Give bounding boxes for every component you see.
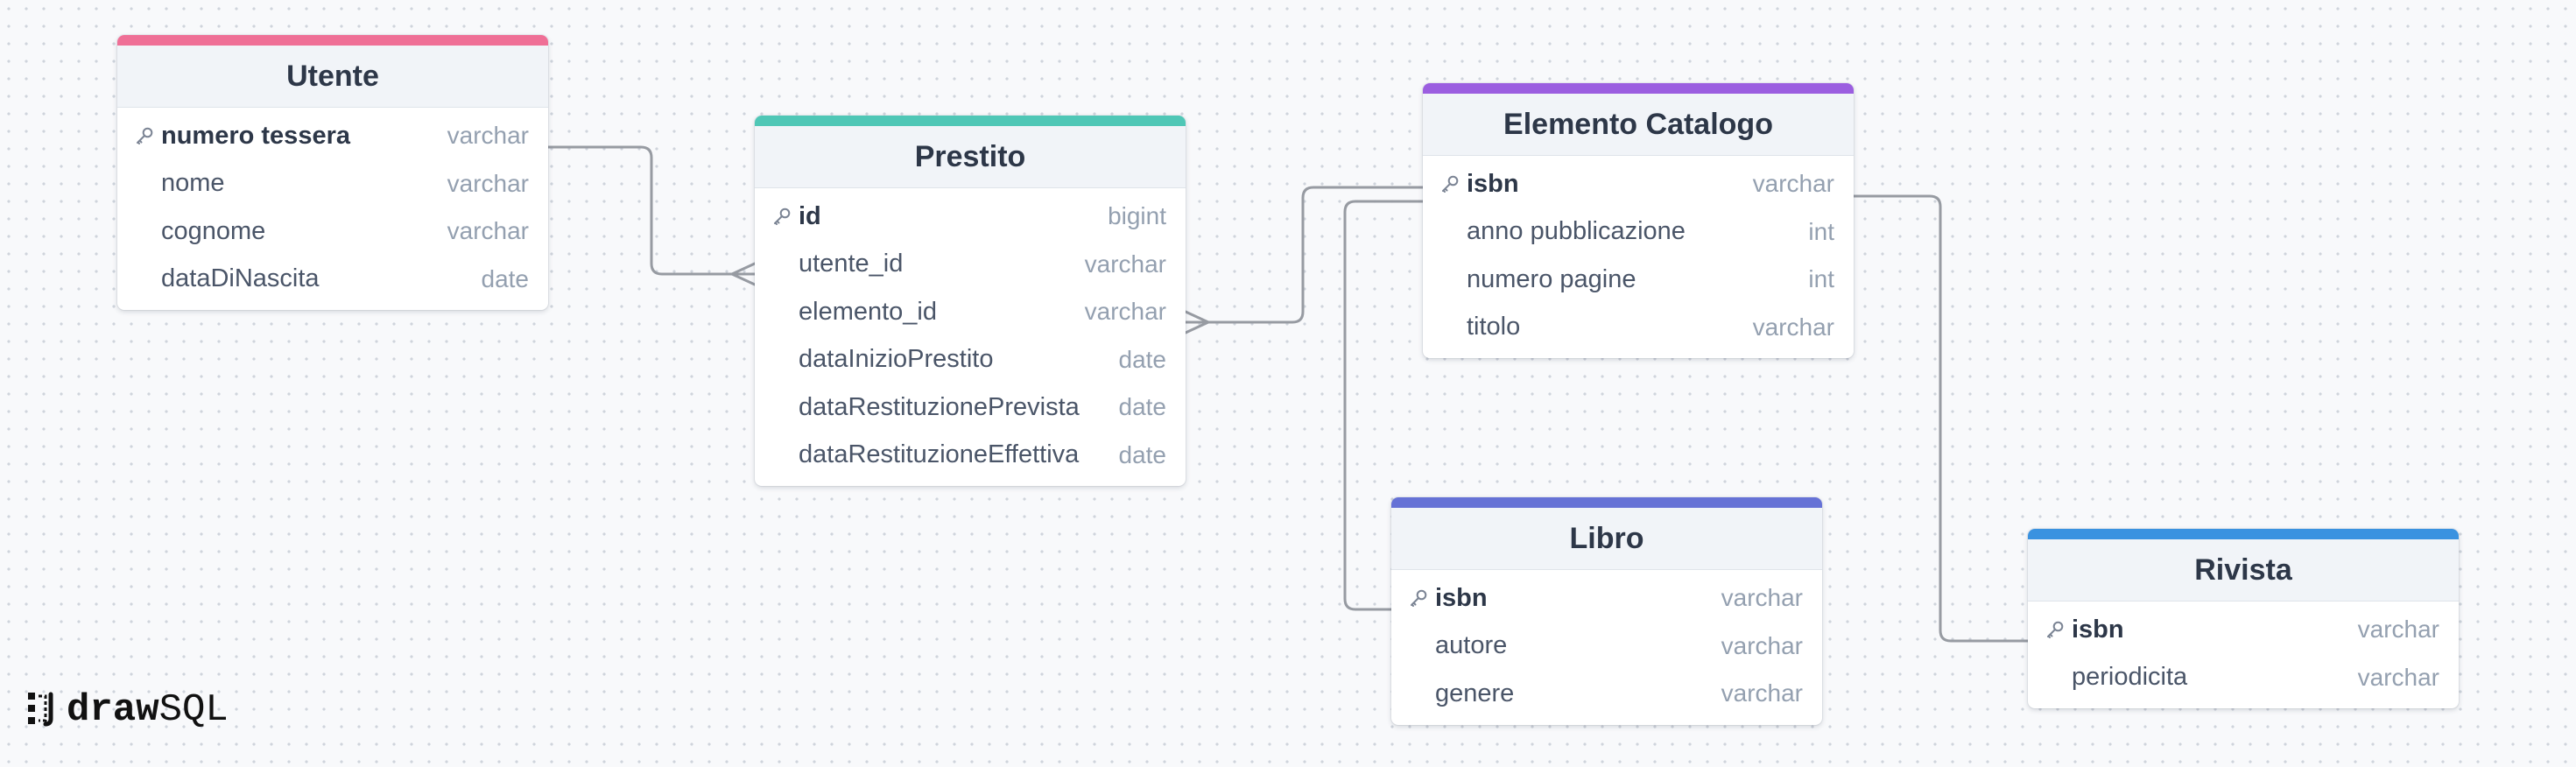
table-title: Libro — [1391, 508, 1822, 570]
column-name: isbn — [2072, 615, 2124, 644]
drawsql-logo-icon — [26, 689, 61, 732]
column-type: varchar — [1721, 584, 1803, 612]
column-row[interactable]: numero pagine int — [1423, 256, 1854, 304]
column-name: cognome — [161, 216, 266, 245]
column-row[interactable]: titolo varchar — [1423, 304, 1854, 352]
table-title: Prestito — [755, 126, 1186, 188]
column-type: varchar — [447, 217, 529, 245]
table-libro[interactable]: Libro isbn varchar autore varchar genere varc… — [1391, 497, 1822, 725]
column-name: elemento_id — [799, 297, 937, 326]
column-row[interactable]: autore varchar — [1391, 623, 1822, 671]
column-row[interactable]: nome varchar — [117, 160, 548, 208]
column-row[interactable]: numero tessera varchar — [117, 112, 548, 160]
column-type: varchar — [1752, 313, 1834, 341]
column-name: utente_id — [799, 250, 904, 278]
column-name: isbn — [1467, 169, 1519, 198]
column-type: varchar — [1721, 631, 1803, 659]
column-type: date — [1118, 393, 1167, 421]
column-type: date — [481, 264, 530, 292]
column-type: int — [1808, 265, 1834, 293]
column-type: varchar — [2357, 616, 2439, 644]
relation-utente-prestito — [546, 145, 757, 276]
relation-elemento-rivista — [1852, 194, 2030, 643]
table-accent-bar — [755, 116, 1186, 126]
column-row[interactable]: isbn varchar — [1423, 160, 1854, 208]
column-name: numero pagine — [1467, 264, 1636, 293]
table-accent-bar — [1391, 497, 1822, 508]
column-row[interactable]: isbn varchar — [2028, 606, 2459, 654]
key-icon — [1409, 588, 1435, 608]
table-accent-bar — [2028, 529, 2459, 539]
key-icon — [135, 126, 161, 145]
column-type: varchar — [447, 169, 529, 197]
column-name: dataInizioPrestito — [799, 345, 994, 374]
table-rivista[interactable]: Rivista isbn varchar periodicita varchar — [2028, 529, 2459, 708]
column-row[interactable]: dataInizioPrestito date — [755, 336, 1186, 384]
column-row[interactable]: isbn varchar — [1391, 574, 1822, 623]
column-row[interactable]: periodicita varchar — [2028, 654, 2459, 702]
key-icon — [772, 207, 799, 226]
column-row[interactable]: dataRestituzionePrevista date — [755, 384, 1186, 432]
column-list: isbn varchar periodicita varchar — [2028, 602, 2459, 708]
column-type: date — [1118, 345, 1167, 373]
table-title: Utente — [117, 46, 548, 108]
table-elemento-catalogo[interactable]: Elemento Catalogo isbn varchar anno pubbli… — [1423, 83, 1854, 358]
column-name: numero tessera — [161, 121, 350, 150]
key-icon — [1440, 174, 1467, 194]
drawsql-logo[interactable]: draw SQL — [26, 688, 229, 732]
column-name: genere — [1435, 679, 1515, 707]
column-type: varchar — [447, 122, 529, 150]
key-icon — [2045, 620, 2072, 639]
column-row[interactable]: genere varchar — [1391, 670, 1822, 718]
column-name: id — [799, 201, 821, 230]
crowfoot-prestito-utente — [730, 262, 757, 286]
column-name: autore — [1435, 631, 1508, 660]
column-name: dataRestituzioneEffettiva — [799, 440, 1107, 470]
column-name: periodicita — [2072, 663, 2188, 692]
column-row[interactable]: id bigint — [755, 193, 1186, 241]
table-title: Rivista — [2028, 539, 2459, 602]
logo-text-sql: SQL — [158, 688, 229, 732]
column-name: anno pubblicazione — [1467, 217, 1686, 246]
crowfoot-prestito-elemento — [1184, 310, 1210, 334]
column-type: varchar — [1752, 170, 1834, 198]
column-type: varchar — [1084, 250, 1166, 278]
relation-prestito-elemento — [1184, 186, 1425, 324]
column-type: bigint — [1108, 202, 1166, 230]
column-name: titolo — [1467, 313, 1521, 341]
column-row[interactable]: anno pubblicazione int — [1423, 208, 1854, 257]
column-name: dataRestituzionePrevista — [799, 392, 1107, 422]
column-type: varchar — [2357, 663, 2439, 691]
column-name: isbn — [1435, 583, 1488, 612]
logo-text-draw: draw — [67, 688, 159, 732]
column-type: int — [1808, 217, 1834, 245]
column-name: nome — [161, 169, 225, 198]
table-title: Elemento Catalogo — [1423, 94, 1854, 156]
column-row[interactable]: elemento_id varchar — [755, 288, 1186, 336]
column-type: varchar — [1084, 298, 1166, 326]
column-name: dataDiNascita — [161, 264, 320, 293]
column-list: numero tessera varchar nome varchar cognome v… — [117, 108, 548, 310]
column-row[interactable]: cognome varchar — [117, 208, 548, 256]
column-type: varchar — [1721, 679, 1803, 707]
column-row[interactable]: utente_id varchar — [755, 241, 1186, 289]
column-type: date — [1118, 440, 1167, 468]
column-list: isbn varchar autore varchar genere varchar — [1391, 570, 1822, 725]
column-row[interactable]: dataDiNascita date — [117, 256, 548, 304]
table-accent-bar — [1423, 83, 1854, 94]
column-row[interactable]: dataRestituzioneEffettiva date — [755, 432, 1186, 480]
table-accent-bar — [117, 35, 548, 46]
